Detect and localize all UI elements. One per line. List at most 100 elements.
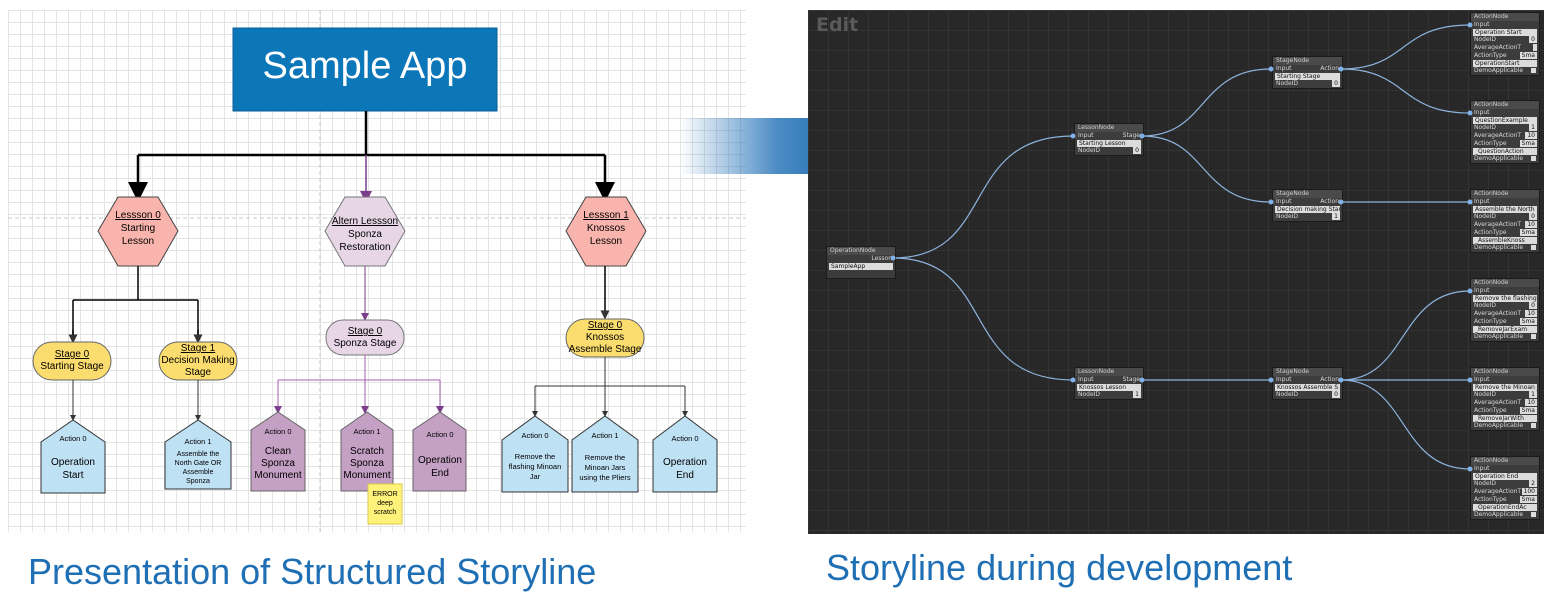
action-node-type-field[interactable]: Sma: [1519, 140, 1537, 147]
stage-node-1-output[interactable]: Action: [1320, 198, 1339, 205]
stage-node-2-ports: Input Action: [1273, 376, 1342, 384]
action-node-id-label: NodeID: [1474, 302, 1497, 309]
action-node-id-field[interactable]: 1: [1529, 391, 1537, 398]
action-node-demo-checkbox[interactable]: [1531, 334, 1536, 339]
stage-0-box: [32, 341, 112, 381]
action-node-demo-checkbox[interactable]: [1531, 68, 1536, 73]
action-node-name-field[interactable]: QuestionExample: [1473, 117, 1537, 124]
action-node-id-label: NodeID: [1474, 480, 1497, 487]
action-node-id-field[interactable]: 0: [1529, 36, 1537, 43]
lesson-node-1-name-field[interactable]: Knossos Lesson: [1077, 384, 1141, 391]
altern-lesson-line1: Sponza: [348, 229, 382, 240]
action-node-demo-checkbox[interactable]: [1531, 512, 1536, 517]
action-node-avg-label: AverageActionT: [1474, 399, 1522, 406]
action-node-avg-field[interactable]: 10: [1525, 310, 1537, 317]
action-node-avg-field[interactable]: 10: [1525, 221, 1537, 228]
action-node-type-field[interactable]: Sma: [1519, 496, 1537, 503]
action-node-id-field[interactable]: 2: [1529, 480, 1537, 487]
action-node-event-field[interactable]: OperationStart: [1473, 60, 1537, 67]
operation-node-port[interactable]: Lesson: [871, 255, 892, 262]
action-node-demo-checkbox[interactable]: [1531, 423, 1536, 428]
action-node-type-label: ActionType: [1474, 318, 1507, 325]
action-node-demo-checkbox[interactable]: [1531, 156, 1536, 161]
knossos-action-connector: [534, 357, 686, 414]
action-node-type-field[interactable]: Sma: [1519, 318, 1537, 325]
action-node-id-field[interactable]: 0: [1529, 213, 1537, 220]
action-node-type-row: ActionType Sma: [1471, 318, 1539, 326]
action-node-input[interactable]: Input: [1474, 198, 1490, 205]
operation-node-field[interactable]: SampleApp: [829, 263, 893, 270]
operation-node[interactable]: OperationNode Lesson SampleApp: [826, 246, 896, 279]
lesson-node-0-header: LessonNode: [1075, 124, 1143, 132]
stage-node-2-output[interactable]: Action: [1320, 376, 1339, 383]
action-node-name-field[interactable]: Remove the Minoan J: [1473, 384, 1537, 391]
action-remove-flashing: [501, 415, 569, 493]
stage-node-0-name-field[interactable]: Starting Stage: [1275, 73, 1340, 80]
stage-node-1-input[interactable]: Input: [1276, 198, 1292, 205]
lesson-node-0-ports: Input Stage: [1075, 132, 1143, 140]
action-node-type-field[interactable]: Sma: [1519, 407, 1537, 414]
lesson-node-0-input[interactable]: Input: [1078, 132, 1094, 139]
lesson-node-0-output[interactable]: Stage: [1122, 132, 1140, 139]
lesson-node-1-input[interactable]: Input: [1078, 376, 1094, 383]
action-node-name-field[interactable]: Remove the flashing: [1473, 295, 1537, 302]
action-node-avg-field[interactable]: [1533, 44, 1537, 51]
stage-node-2-input[interactable]: Input: [1276, 376, 1292, 383]
stage-node-2-name-field[interactable]: Knossos Assemble S: [1275, 384, 1340, 391]
action-node-type-field[interactable]: Sma: [1519, 52, 1537, 59]
operation-node-spacer: [827, 270, 895, 278]
sponza-stage-line1: Sponza Stage: [334, 338, 397, 349]
action-node-name-field[interactable]: Operation End: [1473, 473, 1537, 480]
stage-node-0-output[interactable]: Action: [1320, 65, 1339, 72]
action-node-input[interactable]: Input: [1474, 376, 1490, 383]
action-node-type-field[interactable]: Sma: [1519, 229, 1537, 236]
node-editor-panel: Edit OperationNode Lesson SampleApp Less…: [808, 10, 1544, 534]
action-node-event-field[interactable]: _OperationEndAc: [1473, 504, 1537, 511]
stage-node-0-input[interactable]: Input: [1276, 65, 1292, 72]
lesson-node-1-id-field[interactable]: 1: [1133, 391, 1141, 398]
lesson-0-line2: Lesson: [122, 236, 154, 247]
action-node-id-field[interactable]: 1: [1529, 124, 1537, 131]
action-node-avg-field[interactable]: 100: [1521, 488, 1537, 495]
action-node-id-label: NodeID: [1474, 213, 1497, 220]
action-node-input[interactable]: Input: [1474, 287, 1490, 294]
lesson-node-0-id-field[interactable]: 0: [1133, 147, 1141, 154]
action-node-input[interactable]: Input: [1474, 465, 1490, 472]
action-node-avg-field[interactable]: 10: [1525, 132, 1537, 139]
action-node-input[interactable]: Input: [1474, 21, 1490, 28]
stage-node-2-id-field[interactable]: 0: [1332, 391, 1340, 398]
lesson-node-1-output[interactable]: Stage: [1122, 376, 1140, 383]
stage-node-0-id-field[interactable]: 0: [1332, 80, 1340, 87]
stage-node-1-id-field[interactable]: 1: [1332, 213, 1340, 220]
stage-1-heading: Stage 1: [181, 343, 216, 354]
action-node-name-field[interactable]: Operation Start: [1473, 29, 1537, 36]
action-node-type-label: ActionType: [1474, 496, 1507, 503]
action-node-event-field[interactable]: _QuestionAction: [1473, 148, 1537, 155]
lesson-node-1-header: LessonNode: [1075, 368, 1143, 376]
action-node-name-field[interactable]: Assemble the North: [1473, 206, 1537, 213]
lesson-node-0-name-field[interactable]: Starting Lesson: [1077, 140, 1141, 147]
editor-title: Edit: [816, 14, 859, 36]
action-node-demo-checkbox[interactable]: [1531, 245, 1536, 250]
action-node-event-field[interactable]: _RemoveJarWith: [1473, 415, 1537, 422]
action-node-event-field[interactable]: _AssembleKnoss: [1473, 237, 1537, 244]
action-node-input[interactable]: Input: [1474, 109, 1490, 116]
stage-node-1-name-field[interactable]: Decision making Star: [1275, 206, 1340, 213]
action-node-event-field[interactable]: _RemoveJarExam: [1473, 326, 1537, 333]
action-node-id-field[interactable]: 0: [1529, 302, 1537, 309]
action-node-avg-field[interactable]: 10: [1525, 399, 1537, 406]
action-7-line2: End: [676, 470, 694, 481]
